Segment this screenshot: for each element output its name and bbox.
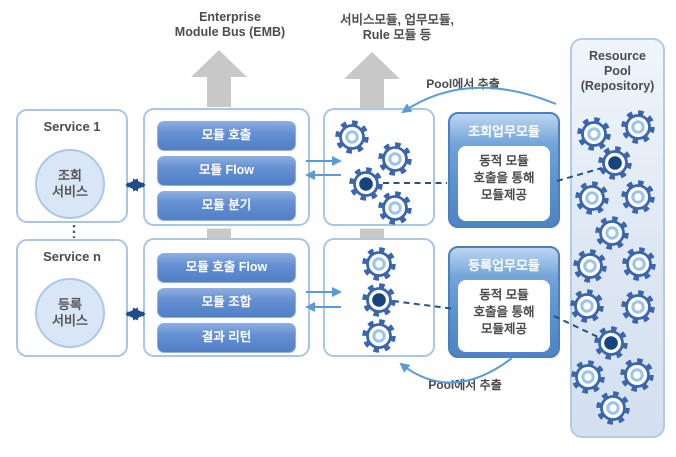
- step-module-branch: 모듈 분기: [157, 191, 296, 221]
- service-1-circle-line1: 조회: [58, 168, 82, 183]
- step-module-compose: 모듈 조합: [157, 288, 296, 318]
- resource-pool-title: Resource Pool (Repository): [572, 49, 663, 94]
- emb-label: Enterprise Module Bus (EMB): [155, 10, 305, 40]
- resource-pool-box: Resource Pool (Repository): [570, 38, 665, 438]
- emb-label-line2: Module Bus (EMB): [174, 25, 286, 39]
- service-n-circle: 등록 서비스: [35, 278, 105, 348]
- resource-pool-title-line1: Resource: [589, 49, 646, 63]
- service-1-title: Service 1: [43, 119, 101, 134]
- register-module-title: 등록업무모듈: [468, 258, 540, 273]
- bus-row2-box: 모듈 호출 Flow 모듈 조합 결과 리턴: [143, 238, 310, 357]
- modules-label-line1: 서비스모듈, 업무모듈,: [340, 13, 454, 27]
- pool-extract-label-bottom: Pool에서 추출: [428, 378, 502, 392]
- service-1-circle-line2: 서비스: [52, 184, 88, 199]
- service-n-title: Service n: [43, 249, 101, 264]
- inquiry-body-line1: 동적 모듈: [479, 154, 529, 168]
- emb-label-line1: Enterprise: [199, 10, 261, 24]
- service-1-circle: 조회 서비스: [35, 149, 105, 219]
- register-body-line3: 모듈제공: [480, 322, 527, 336]
- gear-box-row2: [323, 238, 435, 357]
- register-module-body: 동적 모듈 호출을 통해 모듈제공: [458, 280, 550, 352]
- register-body-line2: 호출을 통해: [473, 305, 535, 319]
- step-module-call: 모듈 호출: [157, 121, 296, 151]
- modules-label: 서비스모듈, 업무모듈, Rule 모듈 등: [322, 13, 472, 43]
- inquiry-body-line3: 모듈제공: [480, 188, 527, 202]
- pool-extract-label-top: Pool에서 추출: [426, 77, 500, 91]
- inquiry-body-line2: 호출을 통해: [473, 171, 535, 185]
- step-module-call-flow: 모듈 호출 Flow: [157, 253, 296, 283]
- inquiry-module-title: 조회업무모듈: [468, 124, 540, 139]
- service-n-circle-line1: 등록: [58, 297, 82, 312]
- service-n-circle-line2: 서비스: [52, 313, 88, 328]
- inquiry-module-body: 동적 모듈 호출을 통해 모듈제공: [458, 146, 550, 221]
- inquiry-module-box: 조회업무모듈 동적 모듈 호출을 통해 모듈제공: [448, 112, 560, 228]
- service-1-box: Service 1 조회 서비스: [16, 109, 128, 223]
- register-body-line1: 동적 모듈: [479, 288, 529, 302]
- register-module-box: 등록업무모듈 동적 모듈 호출을 통해 모듈제공: [448, 246, 560, 358]
- step-result-return: 결과 리턴: [157, 323, 296, 353]
- modules-label-line2: Rule 모듈 등: [362, 28, 432, 42]
- gear-box-row1: [323, 108, 435, 226]
- bus-row1-box: 모듈 호출 모듈 Flow 모듈 분기: [143, 108, 310, 226]
- resource-pool-title-line2: Pool: [603, 64, 632, 78]
- resource-pool-title-line3: (Repository): [580, 79, 655, 93]
- service-n-box: Service n 등록 서비스: [16, 239, 128, 357]
- step-module-flow: 모듈 Flow: [157, 156, 296, 186]
